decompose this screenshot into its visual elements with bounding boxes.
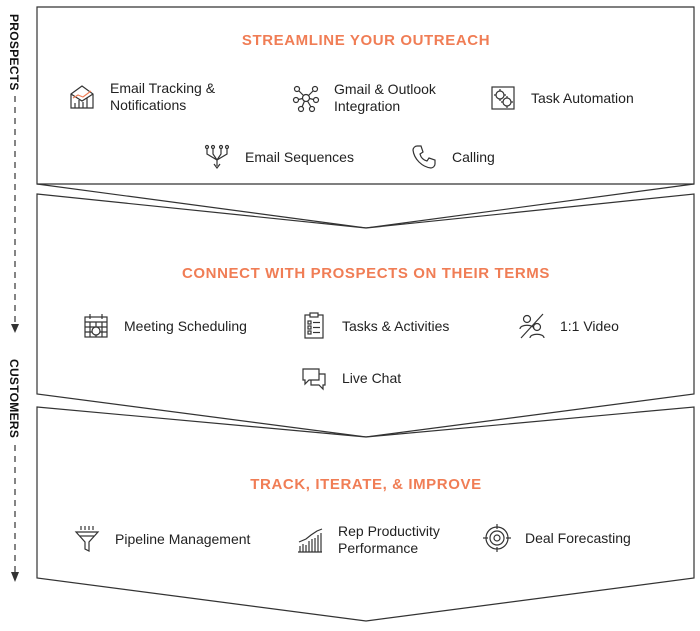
feature-label: Deal Forecasting [525,529,631,546]
progress-arrow-bottom-head [11,572,19,582]
section-title-track: TRACK, ITERATE, & IMPROVE [250,476,482,493]
video-users-icon [516,310,548,342]
chat-bubbles-icon [298,362,330,394]
feature-tasks-activities: Tasks & Activities [298,310,449,342]
feature-video: 1:1 Video [516,310,619,342]
feature-label: Task Automation [531,89,634,106]
feature-label: Live Chat [342,369,402,386]
phone-icon [408,141,440,173]
feature-label: Gmail & Outlook Integration [334,81,436,114]
section-1-panel [36,6,695,185]
feature-email-tracking: Email Tracking & Notifications [66,80,215,114]
feature-label: Pipeline Management [115,530,251,547]
target-icon [481,522,513,554]
feature-label: 1:1 Video [560,317,619,334]
feature-calling: Calling [408,141,495,173]
feature-label: Meeting Scheduling [124,317,247,334]
feature-label: Email Sequences [245,148,354,165]
calendar-icon [80,310,112,342]
funnel-icon [71,523,103,555]
feature-deal-forecasting: Deal Forecasting [481,522,631,554]
feature-label: Rep Productivity Performance [338,523,440,556]
feature-email-sequences: Email Sequences [201,141,354,173]
task-automation-icon [487,82,519,114]
feature-gmail-outlook-integration: Gmail & Outlook Integration [290,81,436,115]
feature-label: Email Tracking & Notifications [110,80,216,113]
email-sequences-icon [201,141,233,173]
feature-rep-productivity: Rep Productivity Performance [294,523,440,557]
feature-task-automation: Task Automation [487,82,634,114]
email-tracking-icon [66,81,98,113]
customers-side-label: CUSTOMERS [7,359,21,439]
feature-meeting-scheduling: Meeting Scheduling [80,310,247,342]
bar-chart-icon [294,524,326,556]
section-2-panel [36,193,695,438]
checklist-icon [298,310,330,342]
progress-arrow-top-head [11,324,19,333]
integration-network-icon [290,82,322,114]
prospects-side-label: PROSPECTS [7,14,21,91]
section-title-streamline: STREAMLINE YOUR OUTREACH [241,32,491,49]
feature-live-chat: Live Chat [298,362,401,394]
feature-pipeline-management: Pipeline Management [71,523,250,555]
feature-label: Calling [452,148,495,165]
feature-label: Tasks & Activities [342,317,450,334]
section-title-connect: CONNECT WITH PROSPECTS ON THEIR TERMS [181,265,551,282]
section-3-panel [36,406,695,622]
